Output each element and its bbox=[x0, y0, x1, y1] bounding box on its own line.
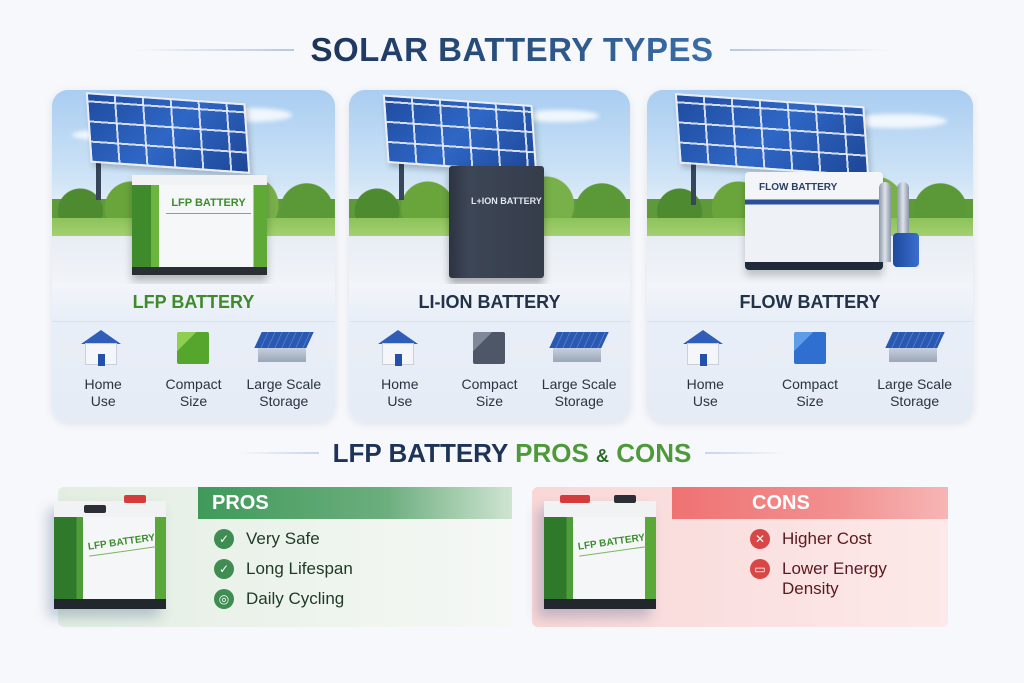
battery-product-label: LFP BATTERY bbox=[166, 197, 251, 214]
house-icon bbox=[75, 330, 131, 366]
feature-label: Compact bbox=[165, 376, 222, 392]
x-circle-icon: ✕ bbox=[750, 529, 770, 549]
section-title-part: CONS bbox=[616, 437, 692, 468]
battery-low-icon: ▭ bbox=[750, 559, 770, 579]
pros-cons-heading: LFP BATTERY PROS & CONS bbox=[0, 435, 1024, 471]
section-title-part: PROS bbox=[515, 437, 589, 468]
feature-label: Home bbox=[686, 376, 724, 392]
feature-label: Compact bbox=[461, 376, 518, 392]
feature-label: Use bbox=[692, 393, 718, 409]
battery-type-name: LFP BATTERY bbox=[52, 284, 335, 322]
battery-illustration-flow: FLOW BATTERY bbox=[647, 90, 973, 290]
battery-illustration-lfp: LFP BATTERY bbox=[52, 90, 335, 290]
terminal-icon bbox=[84, 505, 106, 513]
check-circle-icon: ✓ bbox=[214, 559, 234, 579]
feature-label: Large Scale bbox=[246, 376, 322, 392]
feature-label: Storage bbox=[554, 393, 604, 409]
lfp-battery-unit: LFP BATTERY bbox=[544, 495, 656, 609]
terminal-icon bbox=[124, 495, 146, 503]
battery-product-label: FLOW BATTERY bbox=[759, 182, 838, 193]
battery-type-name: FLOW BATTERY bbox=[647, 284, 973, 322]
pros-item: ◎ Daily Cycling bbox=[214, 589, 353, 609]
terminal-icon bbox=[560, 495, 590, 503]
cube-icon bbox=[782, 330, 838, 366]
pros-item: ✓ Very Safe bbox=[214, 529, 353, 549]
cons-item: ▭ Lower Energy Density bbox=[750, 559, 912, 599]
title-divider-left bbox=[134, 49, 295, 51]
pros-item-text: Long Lifespan bbox=[246, 559, 353, 578]
feature-label: Compact bbox=[781, 376, 838, 392]
battery-illustration-li-ion: L+ION BATTERY bbox=[349, 90, 630, 290]
feature-label: Size bbox=[475, 393, 504, 409]
check-circle-icon: ✓ bbox=[214, 529, 234, 549]
cons-item-text: Higher Cost bbox=[782, 529, 872, 548]
cube-icon bbox=[165, 330, 221, 366]
cycle-icon: ◎ bbox=[214, 589, 234, 609]
cons-header: CONS bbox=[672, 487, 948, 519]
terminal-icon bbox=[614, 495, 636, 503]
feature-label: Home bbox=[381, 376, 419, 392]
flow-battery-unit: FLOW BATTERY bbox=[745, 172, 883, 270]
cons-item-text: Lower Energy Density bbox=[782, 559, 887, 598]
subtitle-divider-right bbox=[705, 452, 786, 454]
cons-list: ✕ Higher Cost ▭ Lower Energy Density bbox=[750, 529, 912, 609]
solar-panel-icon bbox=[674, 93, 870, 177]
battery-product-label: LFP BATTERY bbox=[577, 532, 647, 557]
house-icon bbox=[677, 330, 733, 366]
battery-product-label: LFP BATTERY bbox=[87, 532, 157, 557]
warehouse-icon bbox=[884, 330, 945, 366]
cons-panel: LFP BATTERY CONS ✕ Higher Cost ▭ Lower E… bbox=[532, 487, 948, 627]
title-divider-right bbox=[729, 49, 890, 51]
cons-item: ✕ Higher Cost bbox=[750, 529, 912, 549]
feature-label: Storage bbox=[259, 393, 309, 409]
cube-icon bbox=[461, 330, 517, 366]
battery-product-label: L+ION BATTERY bbox=[471, 196, 542, 206]
feature-label: Large Scale bbox=[541, 376, 617, 392]
feature-label: Size bbox=[796, 393, 824, 409]
subtitle-divider-left bbox=[238, 452, 319, 454]
header: SOLAR BATTERY TYPES bbox=[0, 30, 1024, 70]
pros-panel: LFP BATTERY PROS ✓ Very Safe ✓ Long Life… bbox=[54, 487, 512, 627]
section-title-amp: & bbox=[596, 445, 610, 466]
pros-item: ✓ Long Lifespan bbox=[214, 559, 353, 579]
house-icon bbox=[372, 330, 428, 366]
feature-label: Size bbox=[179, 393, 208, 409]
feature-label: Use bbox=[90, 393, 116, 409]
feature-label: Home bbox=[84, 376, 122, 392]
feature-label: Large Scale bbox=[877, 376, 952, 392]
page-title: SOLAR BATTERY TYPES bbox=[310, 31, 714, 68]
solar-panel-icon bbox=[85, 92, 251, 174]
feature-label: Storage bbox=[890, 393, 940, 409]
li-ion-battery-unit: L+ION BATTERY bbox=[449, 166, 544, 278]
pipes-icon bbox=[879, 182, 919, 267]
lfp-battery-unit: LFP BATTERY bbox=[132, 175, 267, 275]
warehouse-icon bbox=[549, 330, 609, 366]
warehouse-icon bbox=[254, 330, 314, 366]
pros-header: PROS bbox=[198, 487, 512, 519]
pros-item-text: Daily Cycling bbox=[246, 589, 345, 608]
section-title: LFP BATTERY PROS & CONS bbox=[333, 438, 692, 469]
pros-item-text: Very Safe bbox=[246, 529, 320, 548]
solar-panel-icon bbox=[382, 94, 538, 174]
feature-label: Use bbox=[387, 393, 413, 409]
section-title-part: LFP BATTERY bbox=[332, 437, 508, 468]
battery-type-name: LI-ION BATTERY bbox=[349, 284, 630, 322]
pros-list: ✓ Very Safe ✓ Long Lifespan ◎ Daily Cycl… bbox=[214, 529, 353, 619]
lfp-battery-unit: LFP BATTERY bbox=[54, 495, 166, 609]
